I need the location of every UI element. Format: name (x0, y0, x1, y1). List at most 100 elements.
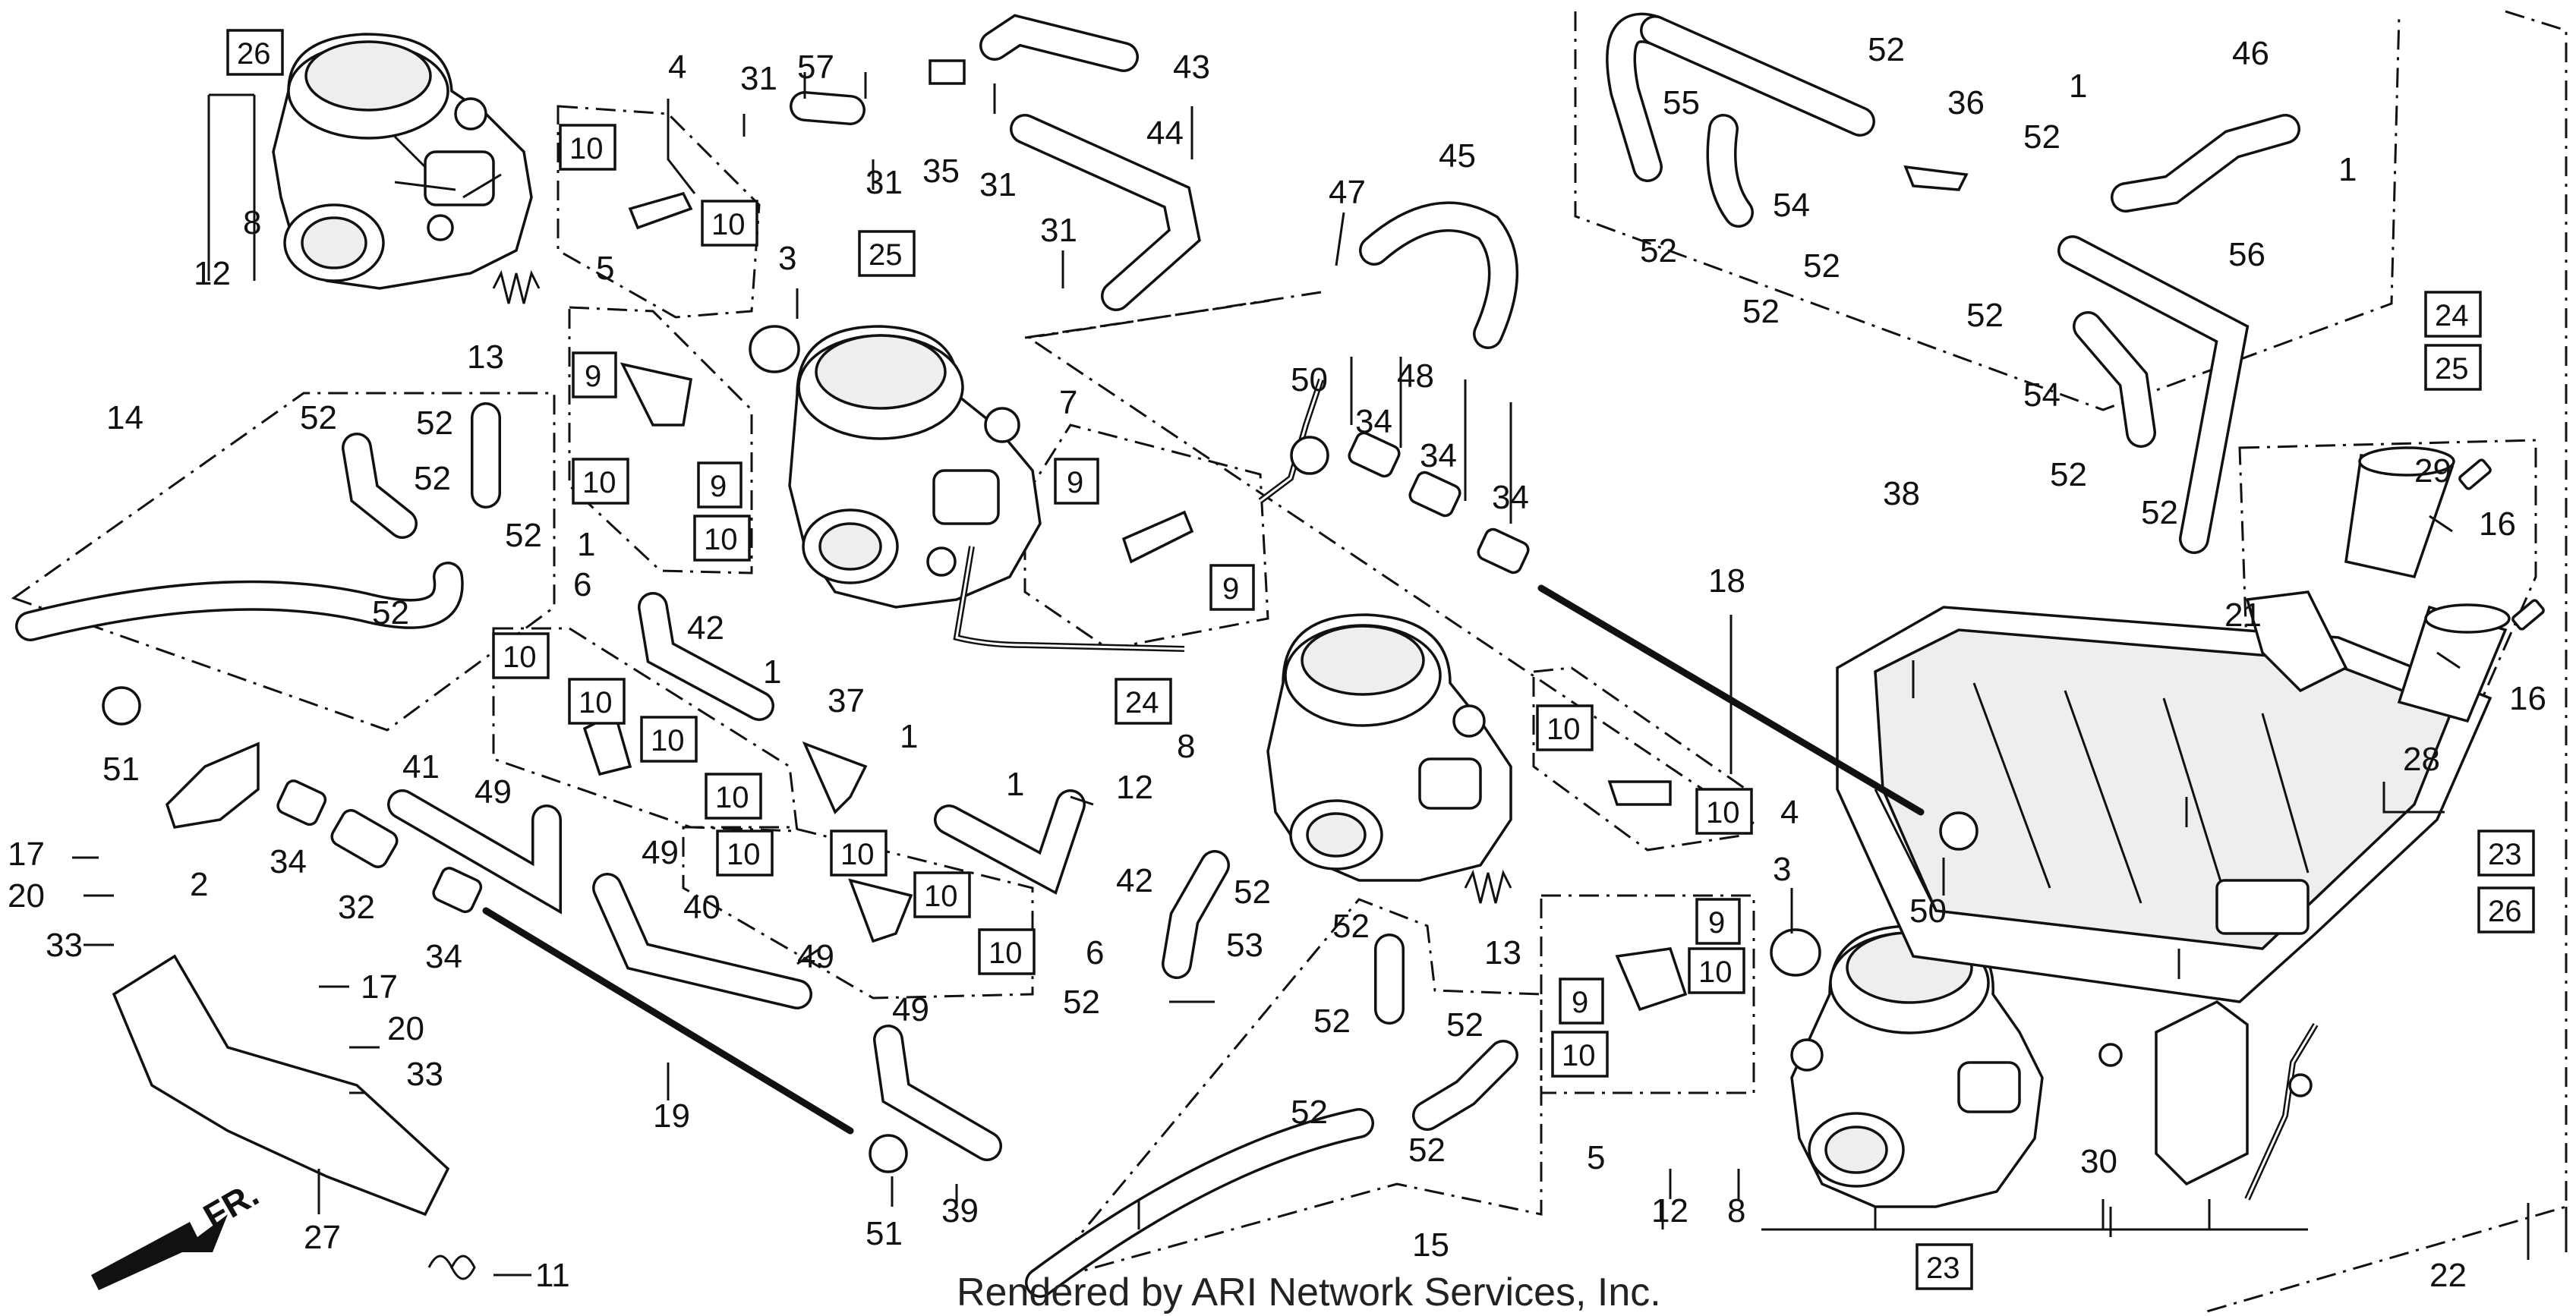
svg-text:10: 10 (924, 880, 958, 913)
callout-17: 17 (8, 836, 45, 873)
callout-41: 41 (402, 748, 440, 786)
callout-46: 46 (2232, 35, 2269, 72)
callout-50: 50 (1291, 361, 1328, 398)
callout-43: 43 (1173, 49, 1210, 86)
callout-13: 13 (467, 338, 504, 376)
svg-text:23: 23 (1926, 1251, 1960, 1285)
svg-text:24: 24 (1125, 686, 1159, 719)
callout-34d: 34 (270, 843, 307, 880)
boxed-callout-10l: 10 (978, 928, 1036, 975)
callout-52d: 52 (505, 517, 542, 554)
t-joint-group-7-outline (1023, 423, 1269, 650)
t-joint-group-4b-outline (1532, 666, 1748, 852)
callout-34: 34 (1355, 403, 1392, 440)
svg-text:23: 23 (2488, 838, 2522, 871)
callout-16b: 16 (2509, 680, 2546, 717)
boxed-callout-10f: 10 (568, 678, 626, 725)
callout-19: 19 (653, 1097, 690, 1135)
boxed-callout-10g: 10 (640, 716, 698, 763)
svg-text:10: 10 (1562, 1039, 1596, 1072)
callout-27: 27 (304, 1219, 341, 1256)
boxed-callout-9d: 9 (1209, 564, 1255, 611)
svg-text:10: 10 (503, 641, 537, 674)
callout-49b: 49 (642, 834, 679, 871)
callout-52b: 52 (416, 405, 453, 442)
callout-22: 22 (2429, 1257, 2467, 1294)
callout-3: 3 (778, 240, 796, 277)
svg-text:9: 9 (1222, 572, 1239, 606)
callout-11: 11 (535, 1257, 570, 1294)
callout-52h: 52 (1332, 908, 1370, 945)
group-outlines (11, 10, 2568, 1314)
boxed-callout-10k: 10 (913, 871, 971, 918)
svg-text:10: 10 (569, 132, 604, 165)
callout-15: 15 (1412, 1226, 1449, 1264)
callout-7: 7 (1059, 384, 1077, 421)
svg-text:10: 10 (727, 838, 761, 871)
callouts: 31 57 43 4 31 35 31 44 31 3 47 45 48 50 … (8, 31, 2546, 1294)
front-arrow-icon (91, 1214, 228, 1290)
svg-text:10: 10 (715, 781, 749, 814)
rod-guide-line (1025, 291, 1755, 825)
callout-51b: 51 (865, 1215, 903, 1252)
boxed-callout-10b: 10 (701, 200, 758, 247)
callout-1: 1 (577, 526, 595, 563)
callout-42b: 42 (1116, 862, 1153, 899)
callout-8b: 8 (1177, 728, 1195, 765)
svg-text:10: 10 (704, 523, 738, 556)
footer-credit: Rendered by ARI Network Services, Inc. (957, 1270, 1661, 1314)
boxed-callout-9b: 9 (697, 461, 743, 508)
callout-39: 39 (941, 1192, 979, 1229)
callout-50b: 50 (1909, 893, 1947, 930)
callout-54b: 54 (2023, 376, 2060, 414)
callout-1f: 1 (2338, 151, 2357, 188)
callout-52o: 52 (1742, 293, 1780, 330)
boxed-callout-9f: 9 (1559, 978, 1604, 1025)
svg-text:25: 25 (869, 238, 903, 272)
callout-6: 6 (573, 566, 591, 603)
callout-30: 30 (2080, 1143, 2117, 1180)
boxed-callout-25b: 25 (2424, 344, 2482, 391)
callout-52q: 52 (2023, 118, 2060, 156)
callout-12c: 12 (1651, 1192, 1688, 1229)
svg-text:26: 26 (2488, 895, 2522, 928)
assembly-22-outline (2201, 10, 2568, 1314)
callout-33: 33 (46, 927, 83, 964)
callout-38: 38 (1883, 475, 1920, 512)
svg-text:10: 10 (1698, 956, 1733, 989)
boxed-callouts: 26 25 10 10 9 10 9 10 10 10 10 10 10 10 … (226, 29, 2535, 1290)
t-joint-group-6-outline (492, 627, 799, 833)
front-arrow: FR. (91, 1174, 265, 1290)
svg-text:9: 9 (710, 470, 727, 503)
boxed-callout-9e: 9 (1695, 898, 1741, 945)
callout-49: 49 (475, 773, 512, 811)
callout-54: 54 (1773, 187, 1810, 224)
svg-text:9: 9 (585, 360, 601, 393)
callout-52l: 52 (1408, 1132, 1446, 1169)
callout-13b: 13 (1484, 934, 1521, 971)
leader-lines (72, 72, 2568, 1277)
callout-8: 8 (243, 204, 261, 241)
callout-53: 53 (1226, 927, 1263, 964)
callout-33b: 33 (406, 1056, 443, 1093)
boxed-callout-10h: 10 (705, 773, 762, 820)
boxed-callout-10n: 10 (1695, 788, 1753, 835)
boxed-callout-10p: 10 (1551, 1031, 1609, 1078)
callout-31d: 31 (1040, 212, 1077, 249)
callout-31: 31 (740, 60, 777, 97)
callout-34c: 34 (1492, 479, 1529, 516)
svg-text:26: 26 (237, 37, 271, 71)
callout-44: 44 (1146, 115, 1184, 152)
boxed-callout-10j: 10 (830, 830, 888, 877)
callout-12: 12 (194, 255, 231, 292)
boxed-callout-10i: 10 (716, 830, 774, 877)
boxed-callout-10e: 10 (492, 632, 550, 679)
callout-4b: 4 (1780, 794, 1799, 831)
boxed-callout-24a: 24 (1115, 678, 1172, 725)
callout-37: 37 (828, 682, 865, 719)
svg-text:9: 9 (1708, 906, 1725, 940)
carburetor-center (1266, 613, 1512, 882)
callout-52e: 52 (372, 594, 409, 631)
callout-5b: 5 (1587, 1139, 1605, 1176)
